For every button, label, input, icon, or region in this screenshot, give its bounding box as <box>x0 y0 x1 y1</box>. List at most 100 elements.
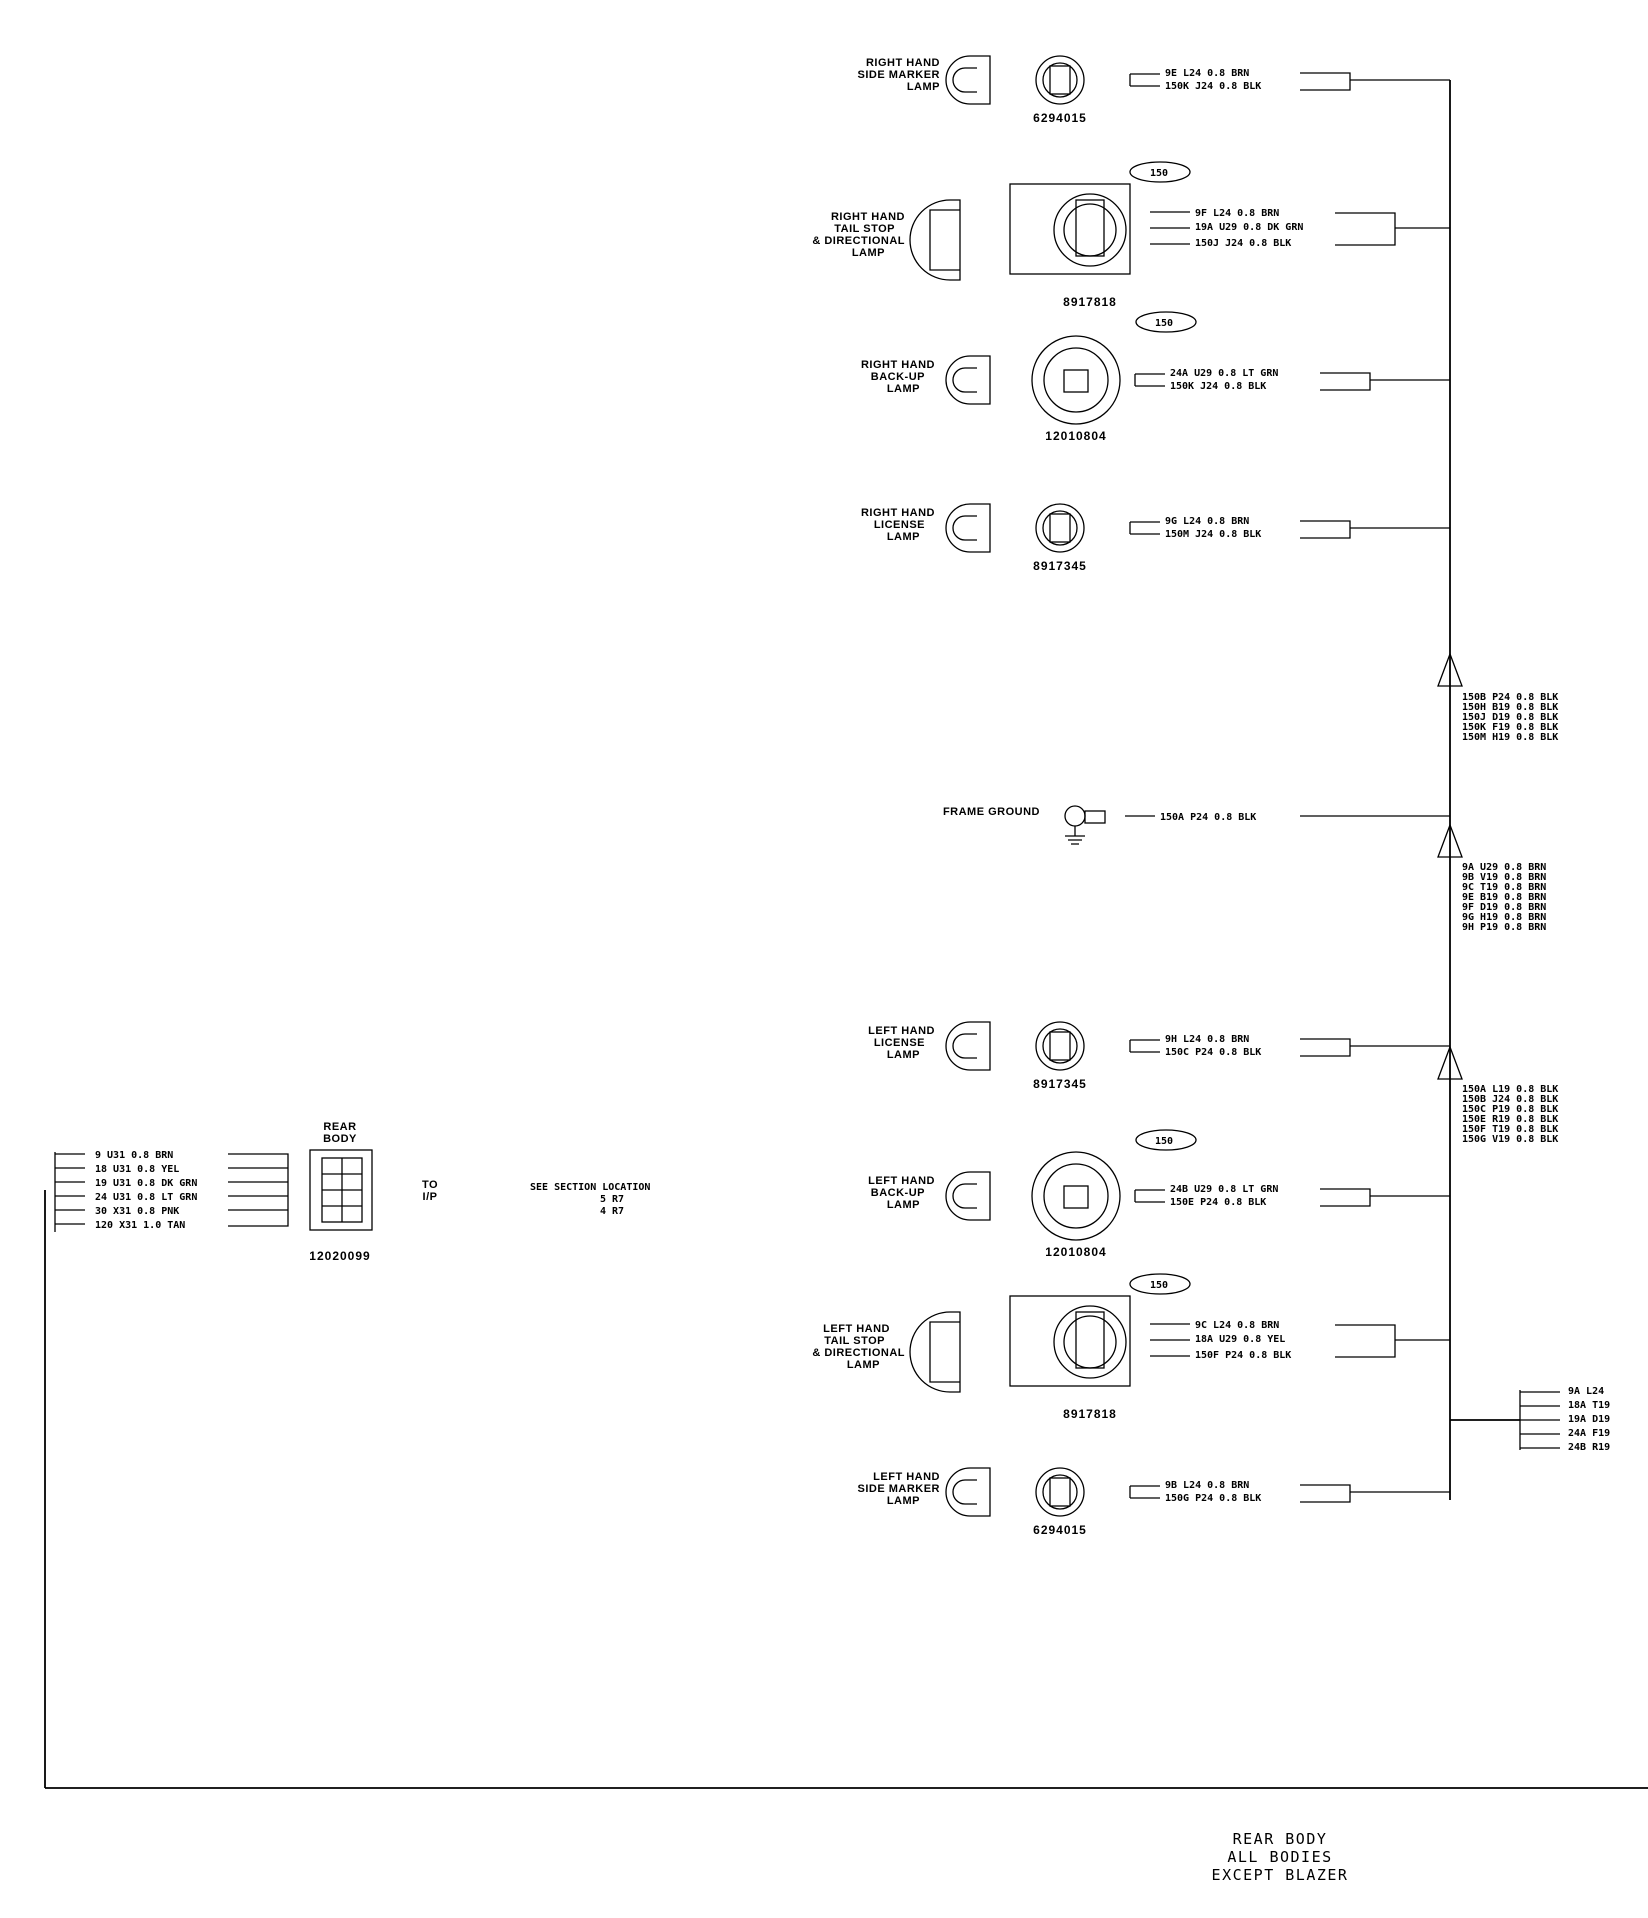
svg-text:BODY: BODY <box>323 1133 357 1145</box>
svg-text:6294015: 6294015 <box>1033 1523 1087 1537</box>
lamp-bulb-icon <box>945 55 991 105</box>
svg-text:9C L24 0.8 BRN: 9C L24 0.8 BRN <box>1195 1320 1279 1331</box>
svg-text:8917345: 8917345 <box>1033 1077 1087 1091</box>
svg-text:BACK-UP: BACK-UP <box>871 371 925 383</box>
svg-text:LAMP: LAMP <box>887 1049 920 1061</box>
rh-side-marker-label-2: SIDE MARKER <box>857 69 940 81</box>
rh-side-marker-label-1: RIGHT HAND <box>866 57 940 69</box>
splice-group-1: 150B P24 0.8 BLK 150H B19 0.8 BLK 150J D… <box>1462 692 1558 743</box>
to-ip-label: TO I/P <box>422 1179 438 1203</box>
svg-text:150K F19 0.8 BLK: 150K F19 0.8 BLK <box>1462 722 1558 733</box>
svg-text:24B R19: 24B R19 <box>1568 1442 1610 1453</box>
svg-text:4 R7: 4 R7 <box>600 1206 624 1217</box>
svg-text:18A U29 0.8 YEL: 18A U29 0.8 YEL <box>1195 1334 1285 1345</box>
lh-license-lamp: LEFT HAND LICENSE LAMP 8917345 9H L24 0.… <box>868 1021 1450 1091</box>
connector-icon <box>1009 183 1131 275</box>
svg-text:LAMP: LAMP <box>847 1359 880 1371</box>
lh-tail-stop-lamp: LEFT HAND TAIL STOP & DIRECTIONAL LAMP 1… <box>812 1273 1450 1421</box>
svg-text:& DIRECTIONAL: & DIRECTIONAL <box>812 1347 905 1359</box>
svg-text:12020099: 12020099 <box>309 1249 370 1263</box>
lamp-bulb-icon <box>945 1467 991 1517</box>
svg-text:30 X31 0.8 PNK: 30 X31 0.8 PNK <box>95 1206 179 1217</box>
svg-text:120 X31 1.0 TAN: 120 X31 1.0 TAN <box>95 1220 185 1231</box>
svg-text:24 U31 0.8 LT GRN: 24 U31 0.8 LT GRN <box>95 1192 197 1203</box>
rh-backup-lamp: RIGHT HAND BACK-UP LAMP 150 12010804 24A… <box>861 311 1450 443</box>
title-line-3: EXCEPT BLAZER <box>1212 1866 1349 1884</box>
lamp-bulb-icon <box>909 199 961 281</box>
svg-text:150B J24 0.8 BLK: 150B J24 0.8 BLK <box>1462 1094 1558 1105</box>
svg-text:8917345: 8917345 <box>1033 559 1087 573</box>
svg-text:9H L24 0.8 BRN: 9H L24 0.8 BRN <box>1165 1034 1249 1045</box>
connector-icon <box>1031 1151 1121 1241</box>
svg-text:8917818: 8917818 <box>1063 1407 1117 1421</box>
connector-icon <box>1031 335 1121 425</box>
splice-group-3: 150A L19 0.8 BLK 150B J24 0.8 BLK 150C P… <box>1462 1084 1558 1145</box>
svg-text:12010804: 12010804 <box>1045 429 1106 443</box>
svg-text:9A L24: 9A L24 <box>1568 1386 1604 1397</box>
svg-text:19A D19: 19A D19 <box>1568 1414 1610 1425</box>
svg-text:9C T19 0.8 BRN: 9C T19 0.8 BRN <box>1462 882 1546 893</box>
svg-text:19A U29 0.8 DK GRN: 19A U29 0.8 DK GRN <box>1195 222 1303 233</box>
lamp-bulb-icon <box>945 355 991 405</box>
lamp-bulb-icon <box>945 1171 991 1221</box>
see-section-table: SEE SECTION LOCATION 5 R7 4 R7 <box>530 1182 650 1217</box>
svg-text:9B V19 0.8 BRN: 9B V19 0.8 BRN <box>1462 872 1546 883</box>
svg-text:BACK-UP: BACK-UP <box>871 1187 925 1199</box>
rh-tail-tag: 150 <box>1150 168 1168 179</box>
svg-text:FRAME GROUND: FRAME GROUND <box>943 806 1040 818</box>
svg-text:LICENSE: LICENSE <box>874 1037 925 1049</box>
svg-text:SEE SECTION LOCATION: SEE SECTION LOCATION <box>530 1182 650 1193</box>
svg-text:LEFT HAND: LEFT HAND <box>868 1025 935 1037</box>
svg-text:9F D19 0.8 BRN: 9F D19 0.8 BRN <box>1462 902 1546 913</box>
connector-icon <box>1009 1295 1131 1387</box>
splice-markers <box>1437 652 1463 1080</box>
svg-text:150: 150 <box>1155 318 1173 329</box>
rh-side-marker-part: 6294015 <box>1033 111 1087 125</box>
svg-text:9G L24 0.8 BRN: 9G L24 0.8 BRN <box>1165 516 1249 527</box>
svg-text:150G V19 0.8 BLK: 150G V19 0.8 BLK <box>1462 1134 1558 1145</box>
svg-text:150E R19 0.8 BLK: 150E R19 0.8 BLK <box>1462 1114 1558 1125</box>
svg-text:LEFT HAND: LEFT HAND <box>823 1323 890 1335</box>
svg-text:19 U31 0.8 DK GRN: 19 U31 0.8 DK GRN <box>95 1178 197 1189</box>
svg-text:18A T19: 18A T19 <box>1568 1400 1610 1411</box>
svg-text:LAMP: LAMP <box>852 247 885 259</box>
svg-text:RIGHT HAND: RIGHT HAND <box>861 359 935 371</box>
rh-side-marker-lamp: RIGHT HAND SIDE MARKER LAMP 6294015 9E L… <box>857 55 1450 125</box>
svg-text:150F T19 0.8 BLK: 150F T19 0.8 BLK <box>1462 1124 1558 1135</box>
svg-text:5 R7: 5 R7 <box>600 1194 624 1205</box>
splice-group-2: 9A U29 0.8 BRN 9B V19 0.8 BRN 9C T19 0.8… <box>1462 862 1546 933</box>
svg-text:12010804: 12010804 <box>1045 1245 1106 1259</box>
svg-text:9 U31 0.8 BRN: 9 U31 0.8 BRN <box>95 1150 173 1161</box>
svg-text:9A U29 0.8 BRN: 9A U29 0.8 BRN <box>1462 862 1546 873</box>
svg-text:LAMP: LAMP <box>887 1495 920 1507</box>
frame-ground: FRAME GROUND 150A P24 0.8 BLK <box>943 805 1450 845</box>
svg-text:150K J24 0.8 BLK: 150K J24 0.8 BLK <box>1165 81 1261 92</box>
svg-text:LEFT HAND: LEFT HAND <box>868 1175 935 1187</box>
svg-text:150E P24 0.8 BLK: 150E P24 0.8 BLK <box>1170 1197 1266 1208</box>
svg-text:TO: TO <box>422 1179 438 1191</box>
svg-text:SIDE MARKER: SIDE MARKER <box>857 1483 940 1495</box>
svg-text:150: 150 <box>1150 1280 1168 1291</box>
right-branch: 9A L24 18A T19 19A D19 24A F19 24B R19 <box>1519 1386 1610 1453</box>
svg-text:24A U29 0.8 LT GRN: 24A U29 0.8 LT GRN <box>1170 368 1278 379</box>
svg-text:I/P: I/P <box>423 1191 438 1203</box>
connector-icon <box>1035 1021 1085 1071</box>
svg-text:150J D19 0.8 BLK: 150J D19 0.8 BLK <box>1462 712 1558 723</box>
svg-text:TAIL STOP: TAIL STOP <box>824 1335 885 1347</box>
lh-backup-lamp: LEFT HAND BACK-UP LAMP 150 12010804 24B … <box>868 1129 1450 1259</box>
svg-text:150J J24 0.8 BLK: 150J J24 0.8 BLK <box>1195 238 1291 249</box>
svg-text:LEFT HAND: LEFT HAND <box>873 1471 940 1483</box>
svg-text:RIGHT HAND: RIGHT HAND <box>861 507 935 519</box>
lamp-bulb-icon <box>945 503 991 553</box>
svg-text:9E L24 0.8 BRN: 9E L24 0.8 BRN <box>1165 68 1249 79</box>
svg-text:& DIRECTIONAL: & DIRECTIONAL <box>812 235 905 247</box>
lh-side-marker-lamp: LEFT HAND SIDE MARKER LAMP 6294015 9B L2… <box>857 1467 1450 1537</box>
rh-tail-stop-lamp: RIGHT HAND TAIL STOP & DIRECTIONAL LAMP … <box>812 161 1450 309</box>
svg-text:150K J24 0.8 BLK: 150K J24 0.8 BLK <box>1170 381 1266 392</box>
svg-text:9E B19 0.8 BRN: 9E B19 0.8 BRN <box>1462 892 1546 903</box>
svg-text:LAMP: LAMP <box>887 531 920 543</box>
svg-text:150C P24 0.8 BLK: 150C P24 0.8 BLK <box>1165 1047 1261 1058</box>
svg-text:9H P19 0.8 BRN: 9H P19 0.8 BRN <box>1462 922 1546 933</box>
svg-text:RIGHT HAND: RIGHT HAND <box>831 211 905 223</box>
connector-icon <box>1035 55 1085 105</box>
